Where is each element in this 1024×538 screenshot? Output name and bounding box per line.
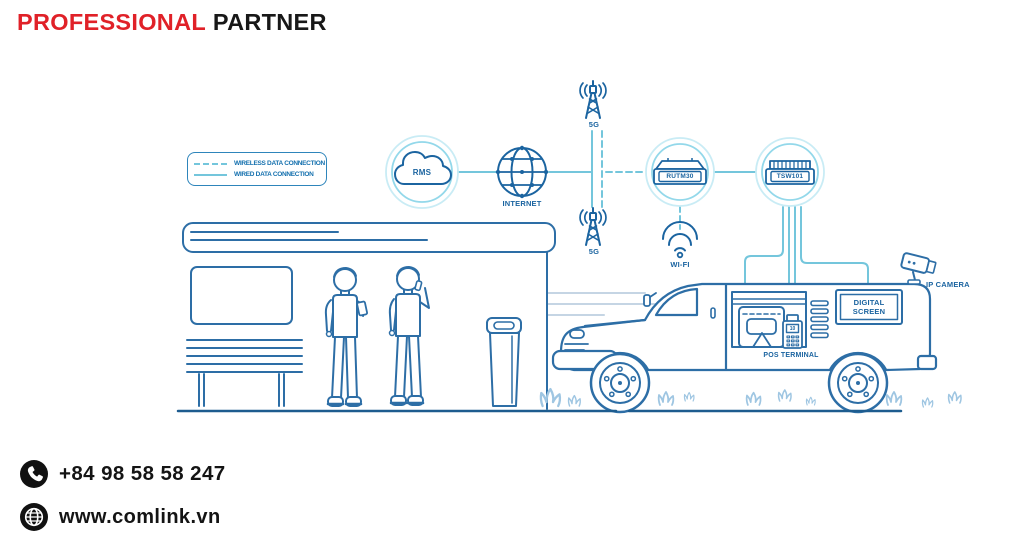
- front-wheel: [589, 352, 651, 414]
- person1-phone: [356, 300, 368, 317]
- digital-screen-label: DIGITAL SCREEN: [852, 298, 886, 316]
- shelter-roof: [182, 222, 556, 253]
- legend-row-wireless: WIRELESS DATA CONNECTION: [194, 160, 325, 167]
- serving-window: [731, 291, 807, 348]
- switch-icon: [765, 160, 815, 185]
- person2-hair: [396, 266, 420, 277]
- website-url: www.comlink.vn: [59, 505, 221, 528]
- van-vents: [810, 300, 829, 339]
- ip-camera-label: IP CAMERA: [926, 280, 970, 289]
- router-node: [645, 137, 715, 207]
- wired-drop-coffee: [744, 206, 784, 306]
- phone-number: +84 98 58 58 247: [59, 462, 226, 485]
- person2-phone: [414, 280, 423, 292]
- phone-row: +84 98 58 58 247: [20, 460, 226, 488]
- router-label: RUTM30: [666, 173, 694, 181]
- legend-row-wired: WIRED DATA CONNECTION: [194, 171, 320, 178]
- person1-shirt: [332, 294, 358, 338]
- switch-label: TSW101: [776, 173, 804, 181]
- van-mirror: [643, 294, 651, 307]
- switch-node: [755, 137, 825, 207]
- wifi-label: WI-FI: [670, 260, 690, 269]
- brand-word-red: PROFESSIONAL: [17, 9, 207, 35]
- website-row: www.comlink.vn: [20, 503, 221, 531]
- bus-stop-shelter: [182, 222, 556, 410]
- sign-board: [190, 266, 293, 325]
- coffee-machine: [738, 306, 785, 348]
- internet-label: INTERNET: [502, 199, 542, 208]
- antenna-icon-top: [579, 80, 607, 119]
- internet-globe-icon: [495, 145, 549, 199]
- fiveg-bottom-label: 5G: [588, 247, 600, 256]
- person1-legs: [331, 336, 358, 399]
- router-icon: [653, 158, 707, 185]
- van-door-handle: [710, 307, 716, 319]
- person-calling: [388, 266, 430, 406]
- rms-label: RMS: [412, 168, 432, 178]
- trash-can: [486, 317, 522, 407]
- fiveg-top-label: 5G: [588, 120, 600, 129]
- van-headlight: [569, 329, 585, 339]
- title-space: [206, 9, 213, 35]
- bench: [186, 339, 303, 407]
- pos-terminal-icon: [782, 314, 803, 349]
- van-rear-bumper: [916, 354, 938, 371]
- person2-legs: [394, 335, 422, 398]
- pos-terminal-label: POS TERMINAL: [763, 352, 819, 359]
- wireless-label: WIRELESS DATA CONNECTION: [234, 160, 325, 167]
- rms-cloud-icon: [394, 151, 452, 185]
- person-standing-phone: [324, 267, 368, 407]
- connection-legend: WIRELESS DATA CONNECTION WIRED DATA CONN…: [187, 152, 327, 186]
- page-title: PROFESSIONAL PARTNER: [17, 9, 327, 36]
- cctv-camera-icon: [900, 252, 937, 285]
- person1-hair: [333, 267, 357, 278]
- digital-screen: [835, 289, 903, 325]
- globe-icon: [20, 503, 48, 531]
- wired-label: WIRED DATA CONNECTION: [234, 171, 314, 178]
- rms-node: [385, 135, 459, 209]
- food-truck-van: [551, 252, 938, 414]
- wireless-line-sample: [194, 162, 227, 165]
- van-hood-line: [583, 318, 647, 328]
- phone-icon: [20, 460, 48, 488]
- rear-wheel: [827, 352, 889, 414]
- wired-drop-screen: [800, 206, 869, 293]
- wired-line-sample: [194, 173, 227, 176]
- brand-word-dark: PARTNER: [212, 9, 327, 35]
- antenna-icon-bottom: [579, 207, 607, 246]
- speed-lines: [547, 292, 663, 316]
- person2-shirt: [395, 293, 421, 337]
- pos-display-value: 10: [789, 326, 796, 332]
- van-windshield: [654, 287, 699, 317]
- wifi-icon: [662, 221, 698, 259]
